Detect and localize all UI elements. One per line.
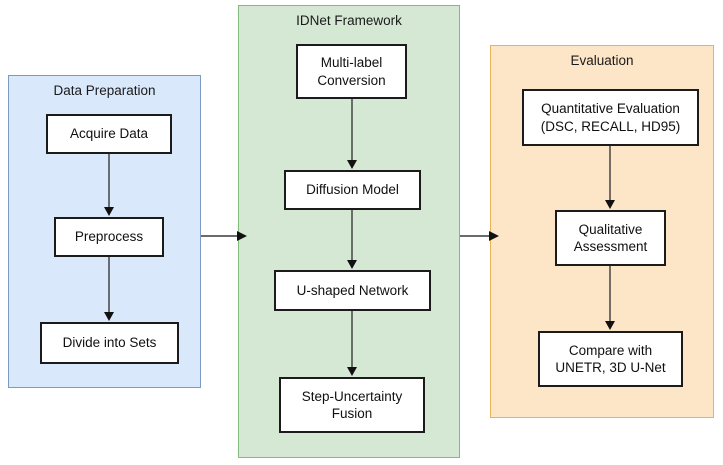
node-multi-label-conversion: Multi-label Conversion (296, 44, 407, 99)
node-u-shaped-network: U-shaped Network (274, 270, 431, 311)
node-qualitative-assessment: Qualitative Assessment (555, 210, 666, 266)
node-quantitative-evaluation: Quantitative Evaluation (DSC, RECALL, HD… (522, 89, 699, 146)
node-divide-into-sets: Divide into Sets (40, 322, 179, 364)
group-title-data-preparation: Data Preparation (53, 83, 156, 98)
node-preprocess: Preprocess (54, 217, 164, 257)
node-step-uncertainty-fusion: Step-Uncertainty Fusion (279, 377, 425, 433)
node-compare-with-baselines: Compare with UNETR, 3D U-Net (538, 331, 683, 387)
node-diffusion-model: Diffusion Model (284, 170, 421, 210)
group-title-idnet-framework: IDNet Framework (296, 13, 402, 28)
group-title-evaluation: Evaluation (570, 53, 634, 68)
node-acquire-data: Acquire Data (46, 114, 172, 154)
